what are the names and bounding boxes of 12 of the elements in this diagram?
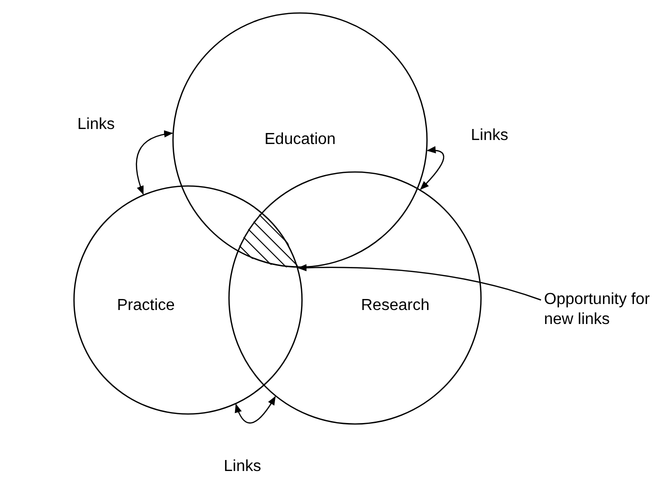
circle-label: Education bbox=[264, 130, 336, 150]
curved-double-arrow bbox=[136, 130, 174, 195]
circle-label: Research bbox=[361, 296, 430, 316]
leader-arrow bbox=[298, 264, 542, 301]
circle-label: Practice bbox=[117, 296, 175, 316]
curved-double-arrow bbox=[235, 396, 276, 424]
edge-label: Links bbox=[470, 126, 508, 146]
hatched-overlap bbox=[236, 212, 298, 268]
edge-label: Links bbox=[224, 456, 262, 477]
callout-text: Opportunity for new links bbox=[544, 290, 664, 330]
edge-label: Links bbox=[77, 115, 115, 136]
curved-double-arrow bbox=[420, 146, 444, 190]
